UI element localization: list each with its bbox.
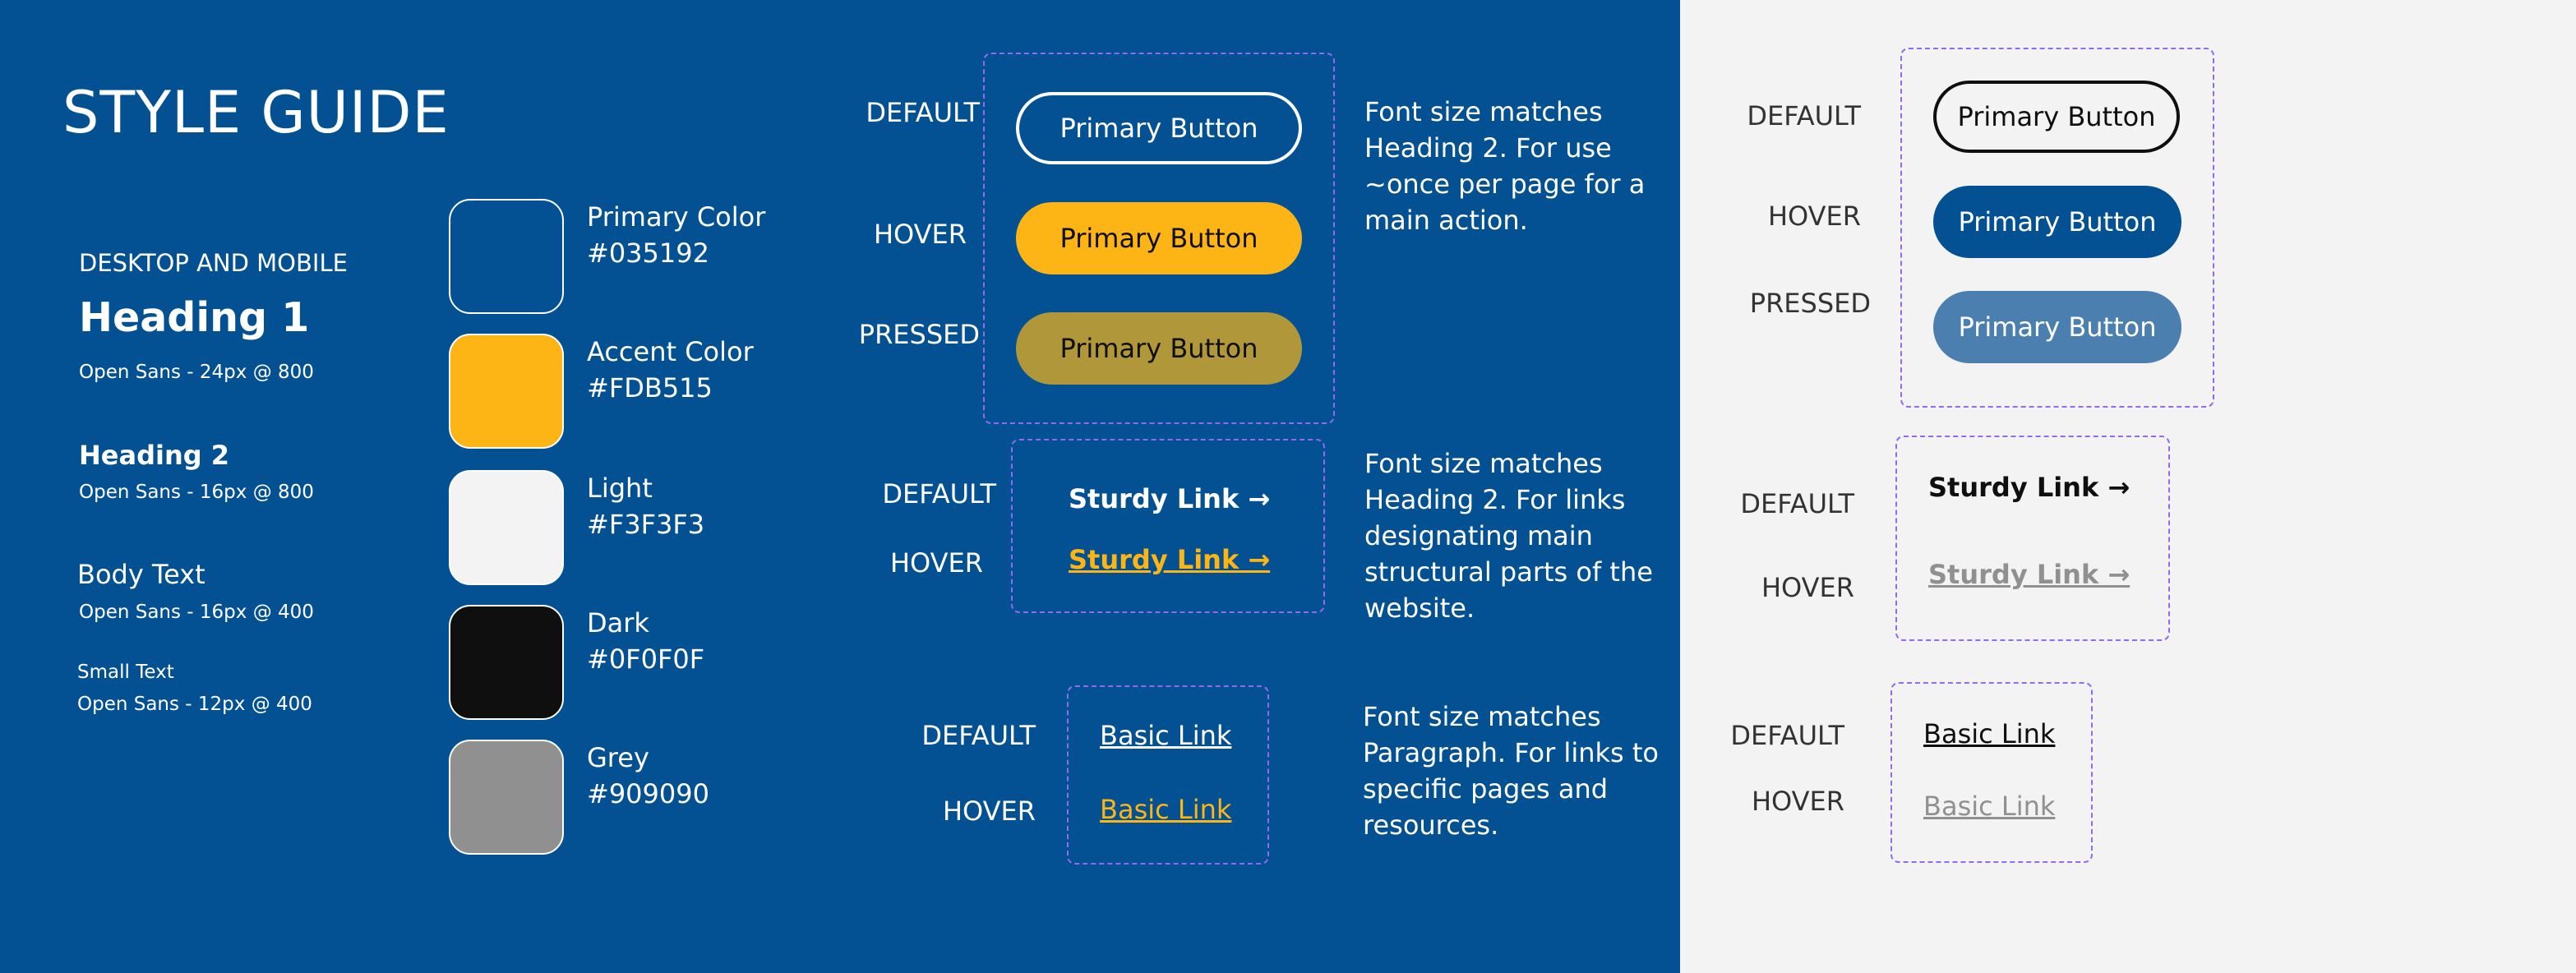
basic-state-hover: HOVER xyxy=(942,795,1036,827)
swatch-dark xyxy=(449,605,564,720)
swatch-grey-label: Grey #909090 xyxy=(587,740,709,812)
light-theme-panel xyxy=(1680,0,2576,973)
small-text-spec: Open Sans - 12px @ 400 xyxy=(77,694,312,715)
light-primary-button-hover[interactable]: Primary Button xyxy=(1933,186,2181,258)
primary-button-states-box xyxy=(983,53,1335,424)
basic-link-hover[interactable]: Basic Link xyxy=(1100,794,1232,825)
swatch-light-hex: #F3F3F3 xyxy=(587,509,705,540)
primary-button-note: Font size matches Heading 2. For use ~on… xyxy=(1364,96,1646,236)
light-sturdy-state-hover: HOVER xyxy=(1761,572,1854,603)
swatch-accent-hex: #FDB515 xyxy=(587,372,713,403)
light-basic-link-default[interactable]: Basic Link xyxy=(1923,718,2056,749)
basic-link-states-box xyxy=(1067,685,1269,865)
light-sturdy-link-default[interactable]: Sturdy Link → xyxy=(1928,472,2131,503)
swatch-dark-name: Dark xyxy=(587,607,649,639)
light-sturdy-link-states-box xyxy=(1895,436,2170,641)
light-basic-state-default: DEFAULT xyxy=(1730,720,1844,751)
swatch-grey-hex: #909090 xyxy=(587,778,709,809)
light-basic-link-hover[interactable]: Basic Link xyxy=(1923,791,2056,822)
dark-theme-panel: STYLE GUIDE DESKTOP AND MOBILE Heading 1… xyxy=(0,0,1680,973)
sturdy-link-hover[interactable]: Sturdy Link → xyxy=(1069,544,1271,575)
swatch-primary-name: Primary Color xyxy=(587,201,766,233)
sturdy-state-hover: HOVER xyxy=(889,547,983,579)
light-state-pressed: PRESSED xyxy=(1749,288,1871,319)
typography-section-label: DESKTOP AND MOBILE xyxy=(79,249,348,277)
light-basic-link-states-box xyxy=(1890,682,2093,863)
state-label-default: DEFAULT xyxy=(866,97,980,128)
swatch-grey xyxy=(449,740,564,855)
swatch-light-label: Light #F3F3F3 xyxy=(587,470,704,542)
primary-button-hover[interactable]: Primary Button xyxy=(1016,202,1302,274)
body-text-spec: Open Sans - 16px @ 400 xyxy=(79,602,314,623)
light-state-default: DEFAULT xyxy=(1747,100,1861,131)
light-primary-button-default[interactable]: Primary Button xyxy=(1933,81,2180,153)
heading1-spec: Open Sans - 24px @ 800 xyxy=(79,362,314,383)
swatch-accent-name: Accent Color xyxy=(587,336,754,367)
light-primary-button-states-box xyxy=(1900,48,2214,408)
heading1-sample: Heading 1 xyxy=(79,294,310,341)
sturdy-link-note: Font size matches Heading 2. For links d… xyxy=(1364,448,1653,624)
swatch-light xyxy=(449,470,564,585)
swatch-light-name: Light xyxy=(587,473,653,504)
swatch-primary-hex: #035192 xyxy=(587,237,709,269)
basic-link-note: Font size matches Paragraph. For links t… xyxy=(1363,701,1659,841)
primary-button-pressed[interactable]: Primary Button xyxy=(1016,312,1302,385)
state-label-hover: HOVER xyxy=(873,219,967,250)
basic-state-default: DEFAULT xyxy=(921,720,1036,751)
basic-link-default[interactable]: Basic Link xyxy=(1100,720,1232,751)
body-text-sample: Body Text xyxy=(77,559,205,590)
swatch-primary xyxy=(449,199,564,314)
primary-button-default[interactable]: Primary Button xyxy=(1016,92,1302,164)
swatch-primary-label: Primary Color #035192 xyxy=(587,199,765,271)
heading2-spec: Open Sans - 16px @ 800 xyxy=(79,482,314,503)
swatch-accent-label: Accent Color #FDB515 xyxy=(587,334,754,406)
light-sturdy-state-default: DEFAULT xyxy=(1740,488,1854,519)
sturdy-state-default: DEFAULT xyxy=(882,478,996,510)
small-text-sample: Small Text xyxy=(77,662,174,683)
light-state-hover: HOVER xyxy=(1767,201,1861,232)
sturdy-link-default[interactable]: Sturdy Link → xyxy=(1069,483,1271,514)
sturdy-link-states-box xyxy=(1011,439,1325,613)
light-primary-button-pressed[interactable]: Primary Button xyxy=(1933,291,2181,363)
swatch-grey-name: Grey xyxy=(587,742,649,773)
light-basic-state-hover: HOVER xyxy=(1751,786,1844,817)
light-sturdy-link-hover[interactable]: Sturdy Link → xyxy=(1928,559,2131,590)
swatch-dark-hex: #0F0F0F xyxy=(587,643,705,675)
page-title: STYLE GUIDE xyxy=(62,79,450,146)
swatch-accent xyxy=(449,334,564,449)
state-label-pressed: PRESSED xyxy=(858,319,980,350)
swatch-dark-label: Dark #0F0F0F xyxy=(587,605,704,677)
heading2-sample: Heading 2 xyxy=(79,440,230,471)
